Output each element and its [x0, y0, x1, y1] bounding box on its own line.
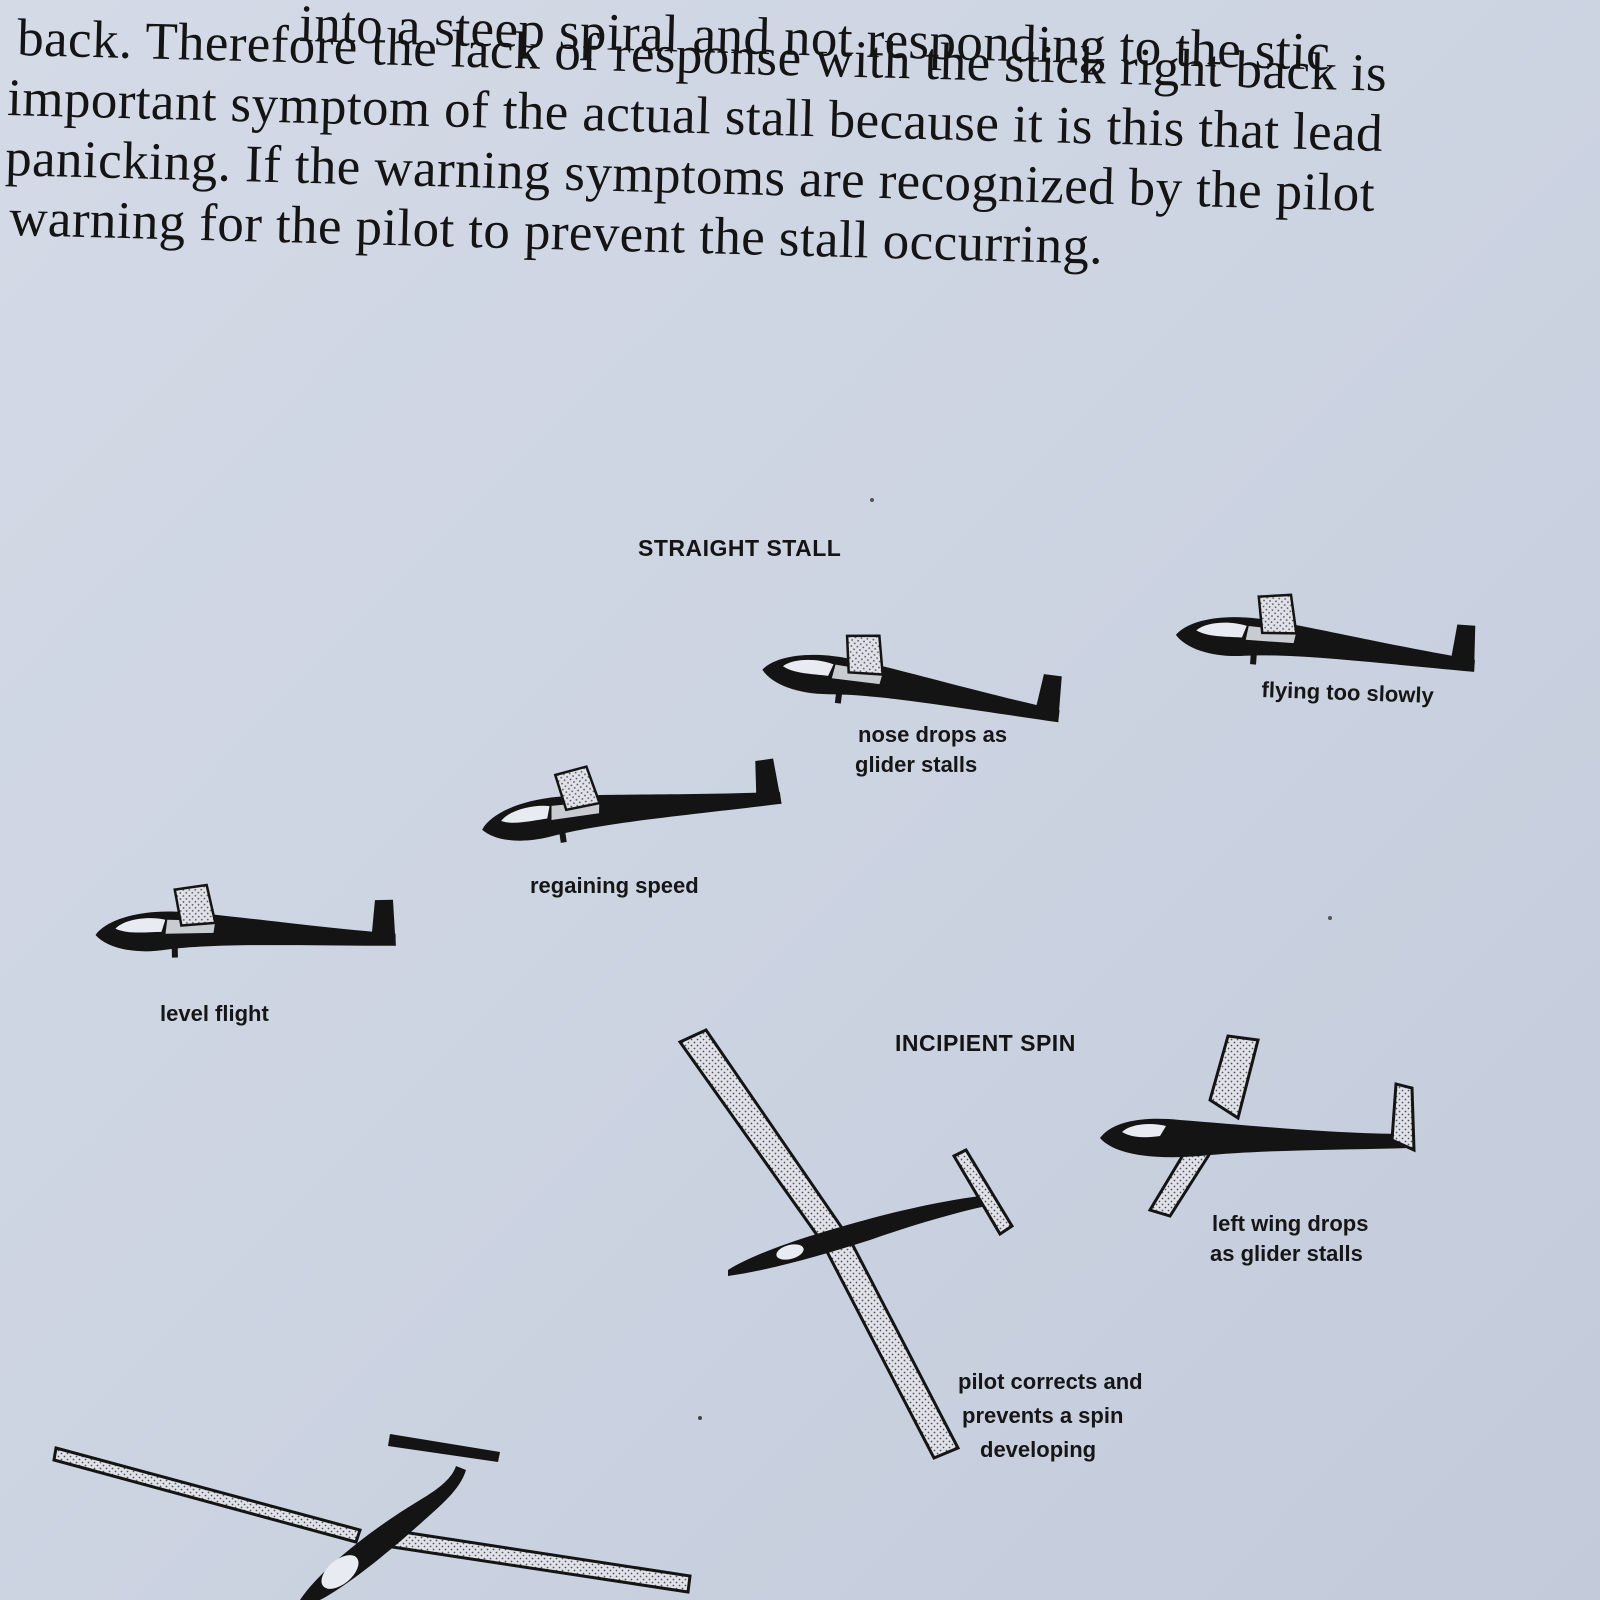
- caption-nose-drops-line-2: glider stalls: [855, 752, 978, 777]
- glider-flying-slowly: [1172, 585, 1480, 682]
- caption-left-wing-line-1: left wing drops: [1212, 1211, 1369, 1236]
- heading-incipient-spin: INCIPIENT SPIN: [895, 1030, 1076, 1056]
- glider-left-wing-drops: [1100, 1034, 1416, 1218]
- glider-bottom-partial: [52, 1434, 692, 1600]
- caption-nose-drops-line-1: nose drops as: [858, 722, 1008, 747]
- caption-left-wing-line-2: as glider stalls: [1210, 1241, 1363, 1266]
- glider-nose-drops: [758, 620, 1068, 732]
- caption-regaining-speed: regaining speed: [530, 873, 699, 898]
- heading-straight-stall: STRAIGHT STALL: [638, 535, 842, 561]
- glider-regaining-speed: [474, 739, 784, 855]
- caption-flying-slowly: flying too slowly: [1261, 676, 1435, 708]
- glider-level-flight: [93, 880, 398, 961]
- glider-pilot-corrects: [677, 1028, 1015, 1460]
- caption-pilot-corrects-line-3: developing: [980, 1437, 1097, 1462]
- caption-level-flight: level flight: [160, 1001, 269, 1026]
- caption-pilot-corrects-line-1: pilot corrects and: [958, 1369, 1143, 1394]
- caption-pilot-corrects-line-2: prevents a spin: [962, 1403, 1124, 1428]
